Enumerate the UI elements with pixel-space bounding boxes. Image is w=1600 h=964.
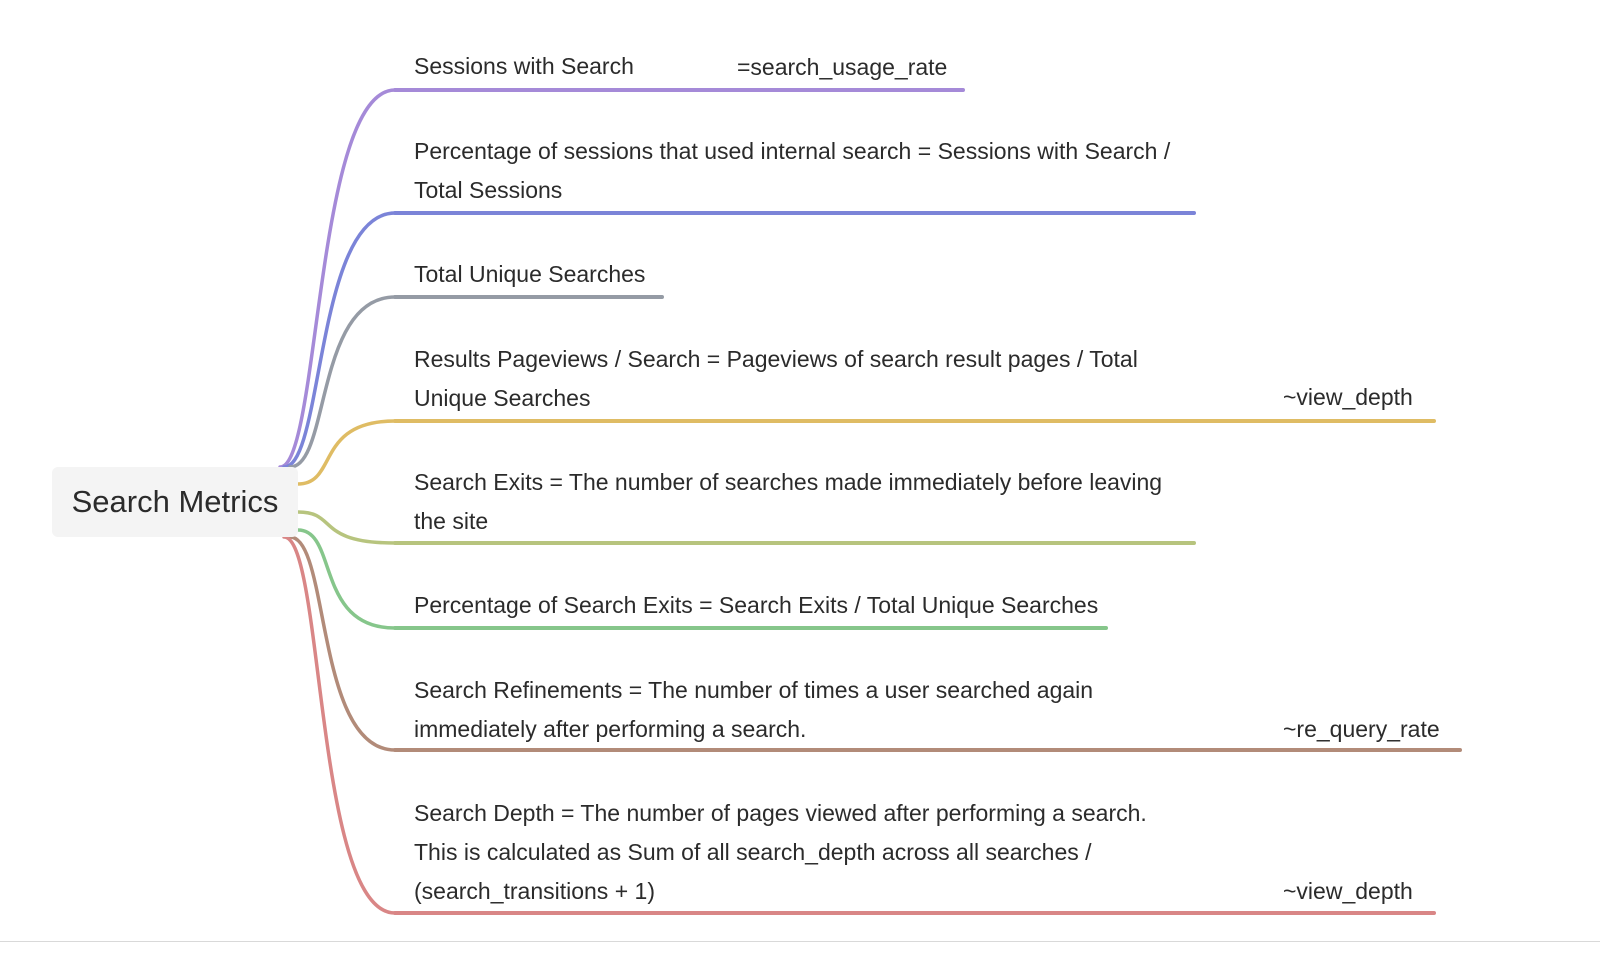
branch-search-refinements[interactable]: Search Refinements = The number of times… xyxy=(414,671,1093,749)
branch-text-line: (search_transitions + 1) xyxy=(414,878,655,904)
branch-text-line: Total Unique Searches xyxy=(414,261,646,287)
branch-text-line: immediately after performing a search. xyxy=(414,716,807,742)
branch-results-pageviews-search[interactable]: Results Pageviews / Search = Pageviews o… xyxy=(414,340,1138,418)
connector-percentage-sessions-search xyxy=(282,211,397,469)
branch-search-exits[interactable]: Search Exits = The number of searches ma… xyxy=(414,463,1162,541)
connector-results-pageviews-search xyxy=(296,419,397,486)
connector-search-exits xyxy=(296,510,397,545)
connector-search-depth xyxy=(282,535,397,915)
branch-text-line: Unique Searches xyxy=(414,385,591,411)
tag-search-usage-rate: =search_usage_rate xyxy=(737,54,948,80)
branch-text-line: the site xyxy=(414,508,489,534)
branch-text-line: Search Exits = The number of searches ma… xyxy=(414,469,1163,495)
root-node-label: Search Metrics xyxy=(71,484,279,519)
branch-total-unique-searches[interactable]: Total Unique Searches xyxy=(414,255,645,294)
branch-text-line: Percentage of Search Exits = Search Exit… xyxy=(414,592,1099,618)
branch-percentage-sessions-search[interactable]: Percentage of sessions that used interna… xyxy=(414,132,1170,210)
branch-text-line: Search Refinements = The number of times… xyxy=(414,677,1094,703)
branch-text-line: Search Depth = The number of pages viewe… xyxy=(414,800,1147,826)
bottom-status-bar xyxy=(0,941,1600,964)
tag-re-query-rate: ~re_query_rate xyxy=(1283,716,1440,742)
branch-underlines xyxy=(393,88,1462,915)
branch-search-depth[interactable]: Search Depth = The number of pages viewe… xyxy=(414,794,1147,911)
branch-text-line: Sessions with Search xyxy=(414,53,634,79)
branch-connectors xyxy=(278,88,397,915)
branch-text-line: Percentage of sessions that used interna… xyxy=(414,138,1171,164)
tag-view-depth: ~view_depth xyxy=(1283,384,1413,410)
connector-total-unique-searches xyxy=(288,295,397,469)
branch-text-line: Results Pageviews / Search = Pageviews o… xyxy=(414,346,1138,372)
connector-percentage-search-exits xyxy=(296,528,397,630)
connector-search-refinements xyxy=(288,535,397,752)
branch-text-line: This is calculated as Sum of all search_… xyxy=(414,839,1092,865)
branch-sessions-with-search[interactable]: Sessions with Search xyxy=(414,47,634,86)
connector-sessions-with-search xyxy=(278,88,397,469)
branch-percentage-search-exits[interactable]: Percentage of Search Exits = Search Exit… xyxy=(414,586,1098,625)
tag-view-depth: ~view_depth xyxy=(1283,878,1413,904)
branch-text-line: Total Sessions xyxy=(414,177,563,203)
root-node[interactable]: Search Metrics xyxy=(52,467,298,537)
